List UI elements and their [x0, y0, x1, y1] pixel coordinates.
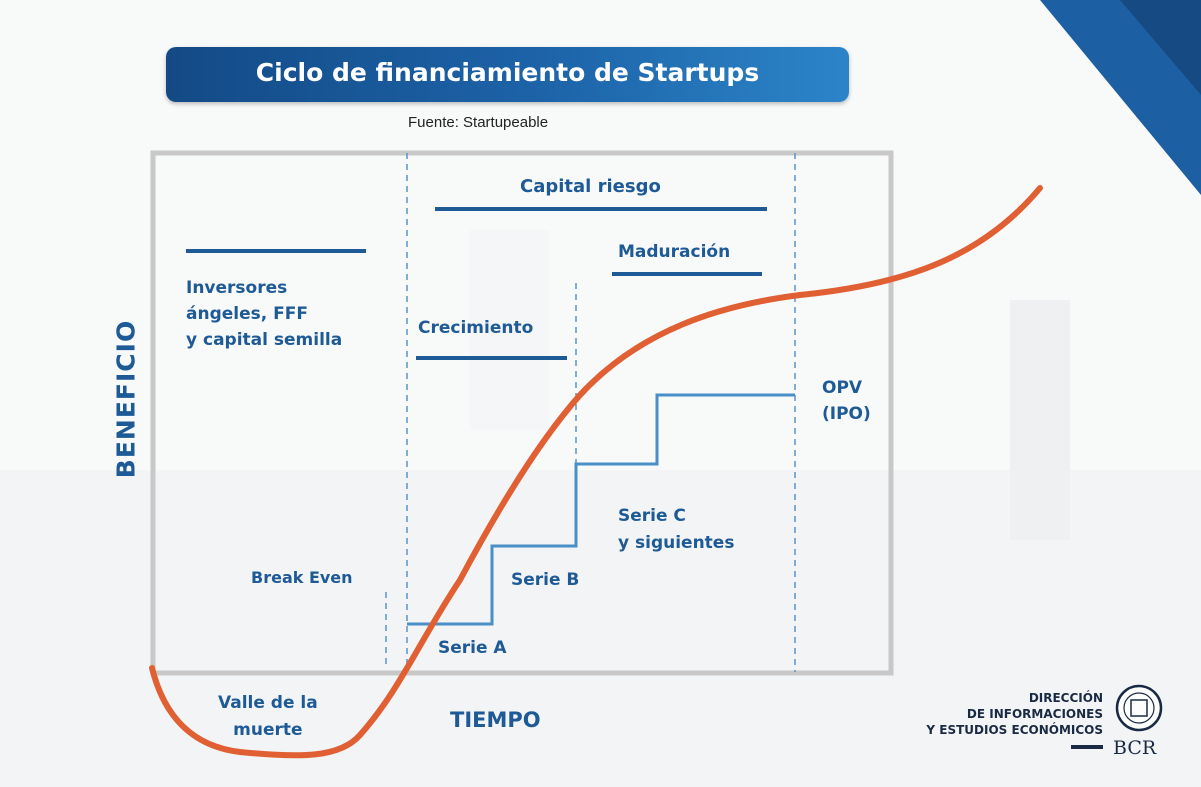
break-even-label: Break Even [251, 568, 353, 587]
stage-angels-line-3: y capital semilla [186, 330, 343, 350]
valley-of-death-label: Valle de la muerte [218, 690, 318, 744]
stage-ipo-line-1: OPV [822, 378, 863, 398]
stage-crecimiento: Crecimiento [418, 318, 534, 338]
valley-line-1: Valle de la [218, 693, 318, 713]
stage-angels-line-1: Inversores [186, 278, 288, 298]
bcr-seal-ring [1123, 692, 1155, 724]
title-bar: Ciclo de financiamiento de Startups [166, 47, 849, 102]
logo-underline [1071, 745, 1103, 749]
logo-line-1: DIRECCIÓN [1028, 691, 1103, 705]
valley-line-2: muerte [233, 720, 303, 740]
corner-accent-dark [1120, 0, 1201, 95]
background-floor [0, 470, 1201, 787]
chart-frame [150, 150, 894, 676]
stage-ipo-line-2: (IPO) [822, 404, 871, 424]
page-title: Ciclo de financiamiento de Startups [255, 58, 760, 87]
serie-a-label: Serie A [438, 638, 507, 658]
stage-maduracion: Maduración [618, 242, 731, 262]
corner-accent [1040, 0, 1201, 195]
background-figure [1010, 300, 1070, 540]
stage-ipo: OPV (IPO) [822, 375, 871, 427]
bcr-seal-shield [1130, 699, 1148, 717]
stage-capital-riesgo: Capital riesgo [520, 176, 661, 197]
logo-line-3: Y ESTUDIOS ECONÓMICOS [926, 723, 1103, 737]
serie-b-label: Serie B [511, 570, 580, 590]
y-axis-label: BENEFICIO [111, 319, 141, 479]
x-axis-label: TIEMPO [450, 708, 541, 732]
logo-line-2: DE INFORMACIONES [966, 707, 1103, 721]
growth-curve [149, 185, 1043, 759]
background-figure [470, 230, 550, 430]
stage-angels: Inversores ángeles, FFF y capital semill… [186, 275, 342, 353]
stage-angels-line-2: ángeles, FFF [186, 304, 308, 324]
serie-c-line-1: Serie C [618, 506, 686, 526]
serie-c-line-2: y siguientes [618, 533, 735, 553]
bcr-brand: BCR [1113, 737, 1157, 759]
source-label: Fuente: Startupeable [408, 114, 549, 131]
funding-steps [407, 393, 795, 626]
serie-c-label: Serie C y siguientes [618, 503, 734, 557]
